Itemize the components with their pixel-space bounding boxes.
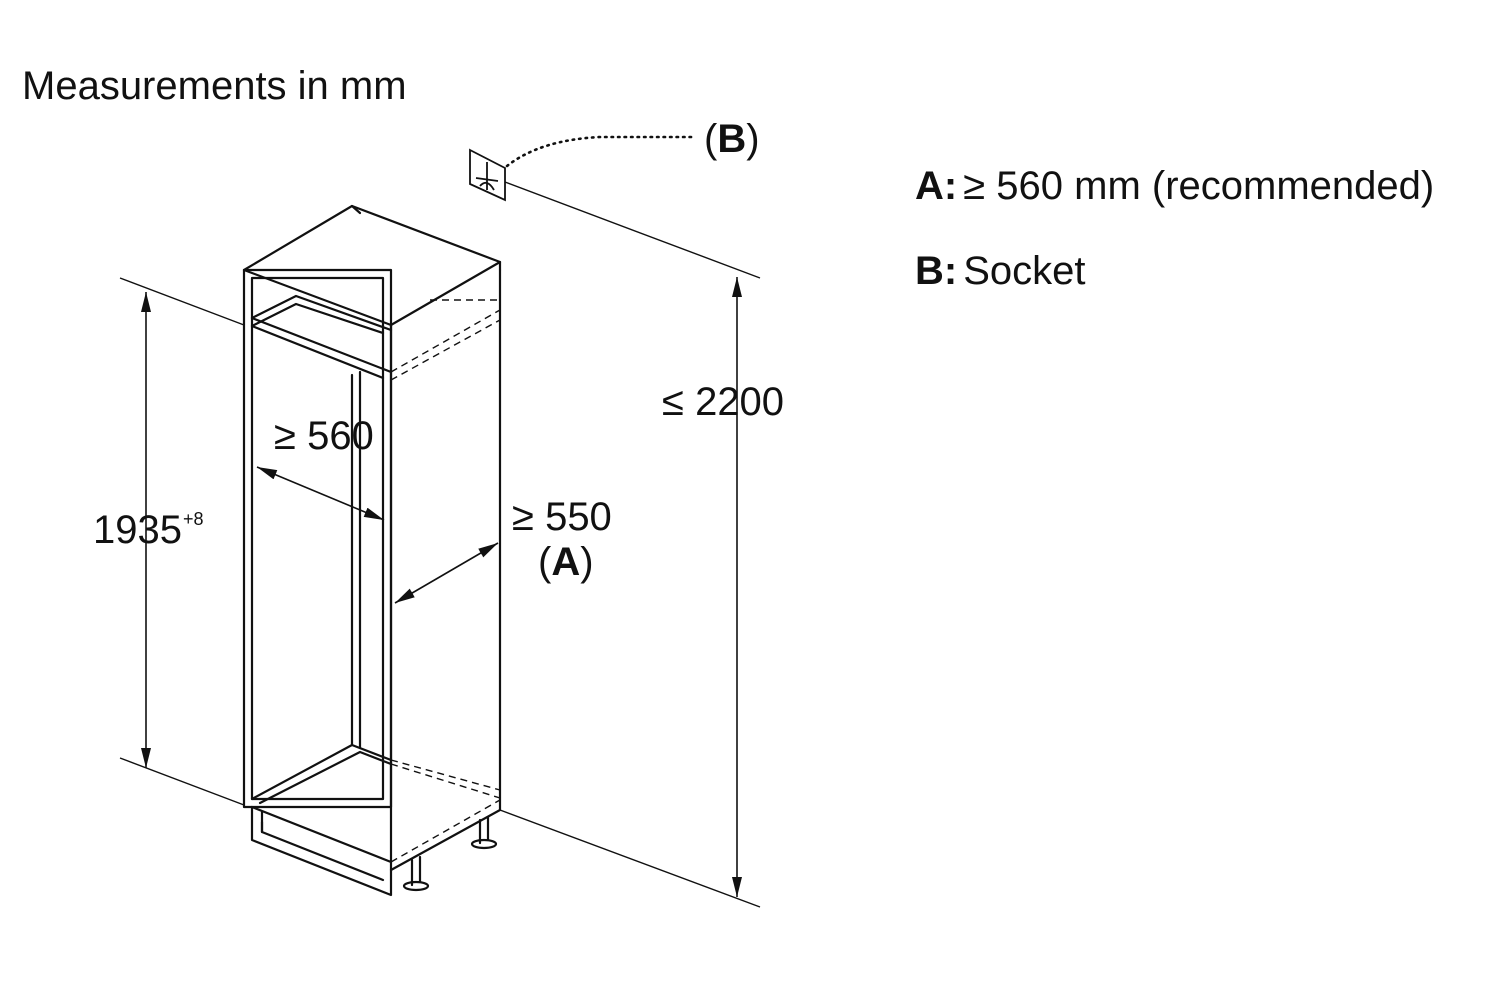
depth-550-arrow <box>394 542 499 604</box>
cabinet-top-panel <box>242 204 502 382</box>
height-2200-label: ≤ 2200 <box>662 380 785 424</box>
cabinet-side-panel <box>350 268 502 872</box>
legend-text: Socket <box>963 249 1086 293</box>
legend-item-b: B:Socket <box>915 249 1086 294</box>
dimension-arrows <box>141 277 742 897</box>
cabinet-inner-top <box>250 294 393 380</box>
height-1935-label: 1935+8 <box>93 508 204 552</box>
legend-item-a: A:≥ 560 mm (recommended) <box>915 164 1434 209</box>
cabinet-inner-bottom <box>250 743 393 864</box>
legend-text: ≥ 560 mm (recommended) <box>963 164 1435 208</box>
cabinet-front-frame <box>242 268 393 809</box>
legend-key: B: <box>915 249 958 293</box>
width-560-label: ≥ 560 <box>274 414 374 458</box>
depth-a-label: (A) <box>538 540 594 584</box>
depth-550-label: ≥ 550 <box>512 495 612 539</box>
socket-leader-line <box>505 135 697 168</box>
width-560-arrow <box>256 466 385 521</box>
hidden-edges <box>390 299 501 863</box>
legend-key: A: <box>915 164 958 208</box>
cabinet-plinth <box>250 805 393 897</box>
cabinet-feet <box>402 815 498 892</box>
socket-b-label: (B) <box>704 117 760 161</box>
socket-icon <box>469 148 506 202</box>
extension-lines <box>119 181 761 908</box>
diagram-title: Measurements in mm <box>22 64 407 108</box>
